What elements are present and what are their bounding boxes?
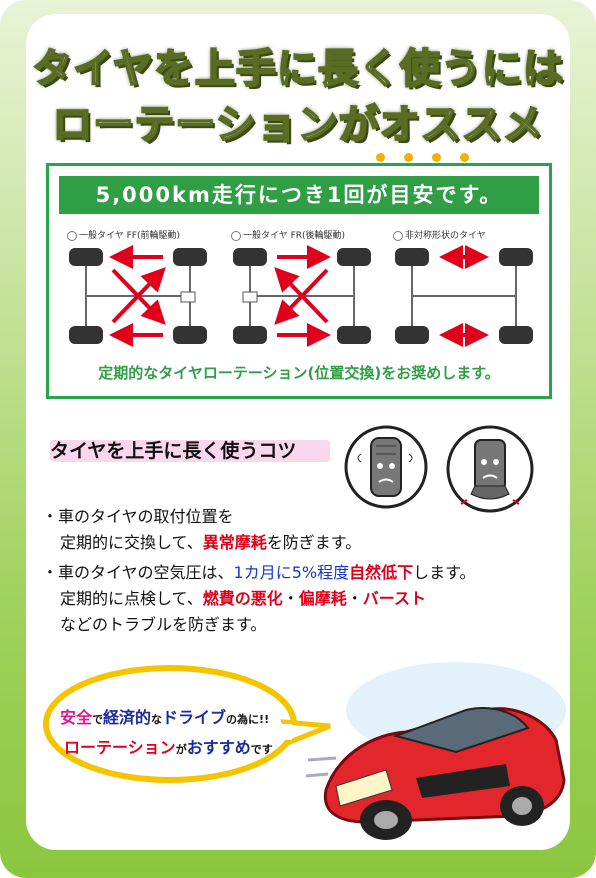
rotation-interval-heading: 5,000km走行につき1回が目安です。 (59, 176, 539, 214)
diagram-label-fr: 一般タイヤ FR(後輪駆動) (231, 228, 345, 241)
diagram-label-ff: 一般タイヤ FF(前輪駆動) (67, 228, 180, 241)
rotation-diagram-ff (69, 245, 207, 347)
decorative-dots (376, 147, 488, 166)
tip-paragraph-1-line2: 定期的に交換して、異常摩耗を防ぎます。 (60, 533, 362, 552)
rotation-recommendation-text: 定期的なタイヤローテーション(位置交換)をお奨めします。 (98, 364, 500, 382)
tired-tire-icon (344, 425, 428, 509)
flat-tire-icon (446, 425, 534, 513)
tips-heading: タイヤを上手に長く使うコツ (46, 430, 332, 470)
rotation-guide-box: 5,000km走行につき1回が目安です。 一般タイヤ FF(前輪駆動) 一般タイ… (46, 163, 552, 399)
page-title-line1: タイヤを上手に長く使うには (31, 45, 564, 93)
tip-paragraph-2-line3: などのトラブルを防ぎます。 (60, 615, 267, 634)
tip-paragraph-2-line1: ・車のタイヤの空気圧は、1カ月に5%程度自然低下します。 (42, 563, 476, 582)
page-title-line2: ローテーションがオススメ (51, 101, 544, 149)
bubble-line2: ローテーションがおすすめです (64, 738, 273, 757)
rotation-diagram-fr (233, 245, 371, 347)
rotation-diagram-asymmetric (395, 245, 533, 347)
tip-paragraph-2-line2: 定期的に点検して、燃費の悪化・偏摩耗・バースト (60, 589, 426, 608)
red-car-illustration (306, 662, 566, 840)
diagram-label-asym: 非対称形状のタイヤ (393, 228, 486, 241)
tip-paragraph-1-line1: ・車のタイヤの取付位置を (42, 507, 234, 526)
bubble-line1: 安全で経済的なドライブの為に!! (60, 708, 270, 727)
speech-bubble (43, 665, 331, 783)
